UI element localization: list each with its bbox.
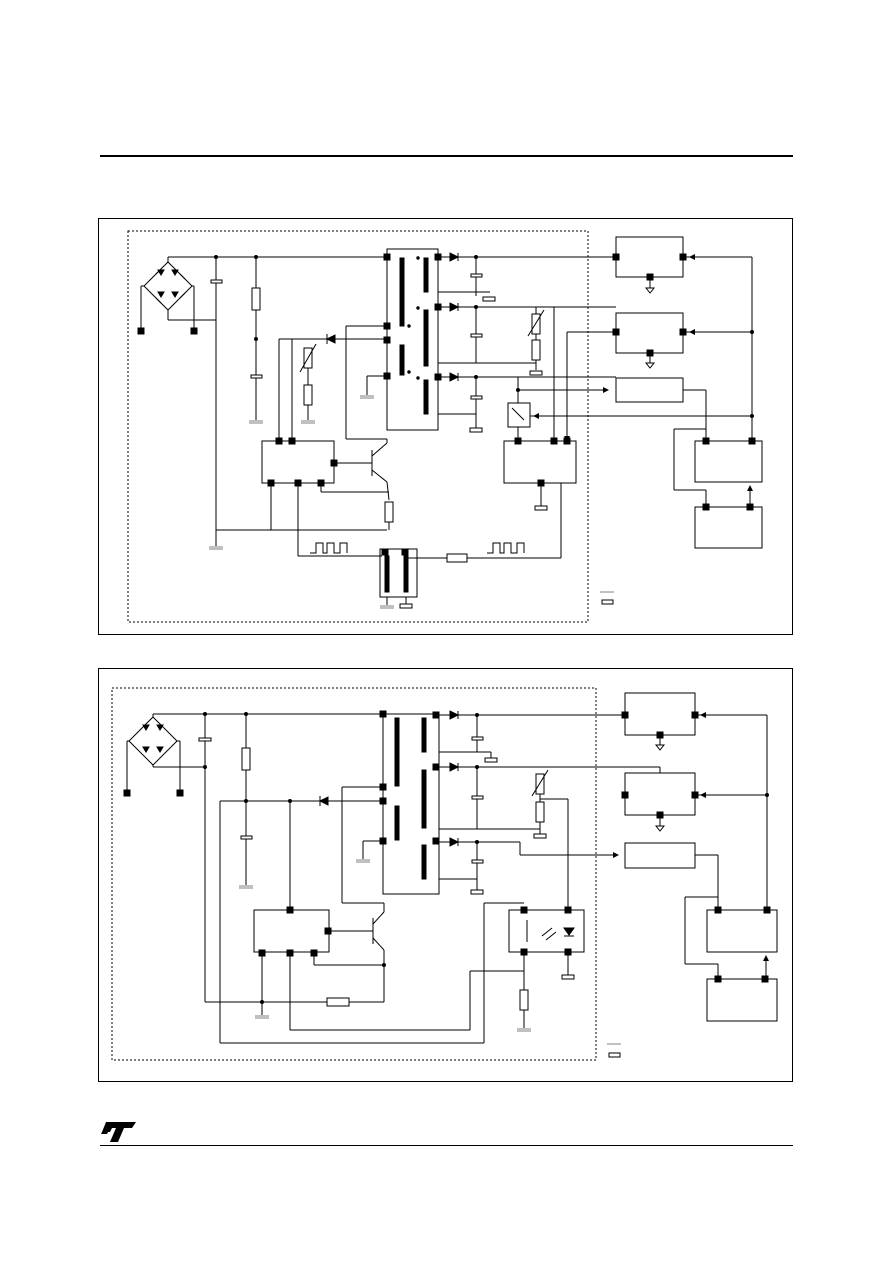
primary-area-dashed — [127, 230, 589, 623]
diagram-frame-top — [98, 218, 793, 635]
footer-rule — [100, 1145, 793, 1146]
bottom-schematic — [111, 687, 778, 1061]
diagram-frame-bottom — [98, 668, 793, 1082]
bridge-rectifier — [137, 261, 198, 335]
header-rule — [100, 155, 793, 157]
controller-ic — [261, 440, 335, 484]
feedback-ic — [503, 440, 577, 484]
top-schematic — [127, 230, 763, 623]
st-logo — [101, 1122, 136, 1142]
